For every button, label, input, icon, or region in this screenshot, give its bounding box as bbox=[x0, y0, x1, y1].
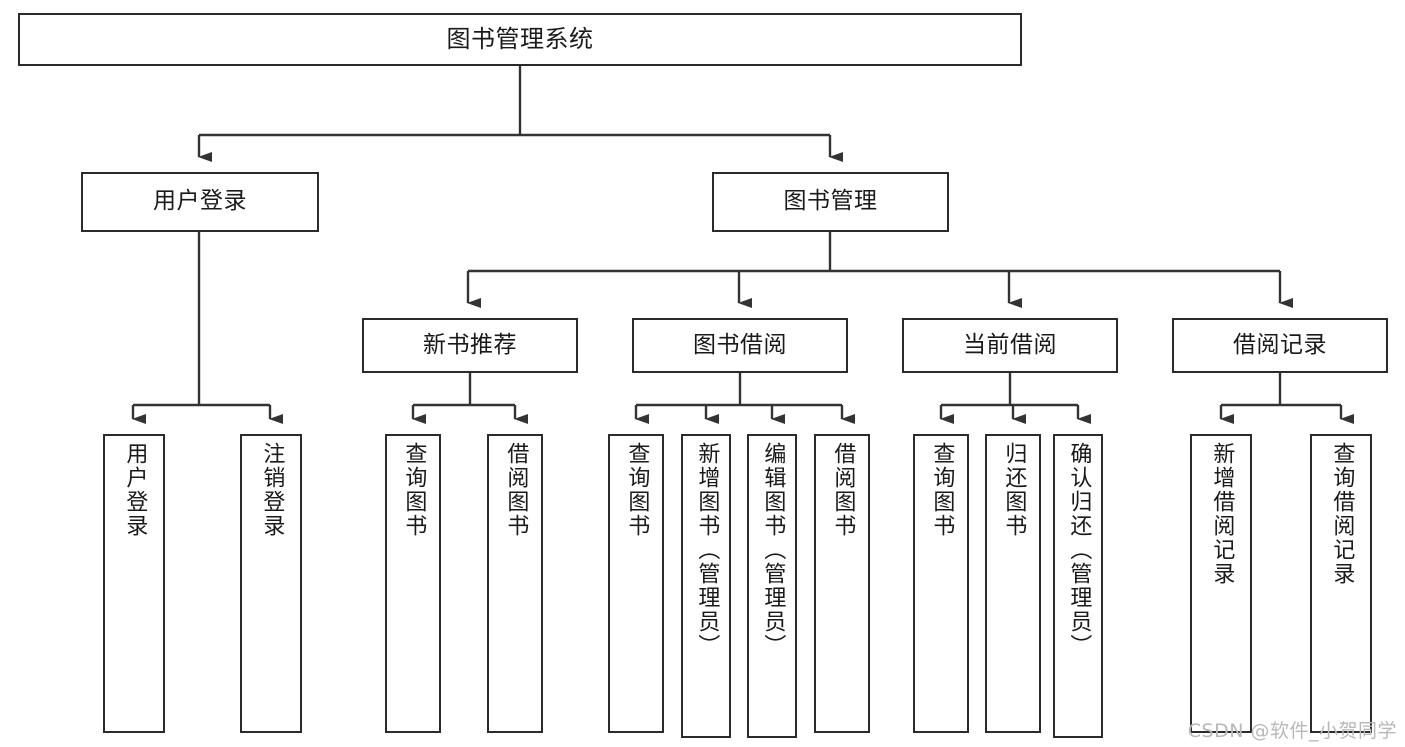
leaf-label: 用户登录 bbox=[122, 442, 148, 538]
node-leaf-lend-book[interactable]: 借阅图书 bbox=[814, 434, 870, 733]
leaf-label: 编辑图书（管理员） bbox=[760, 442, 786, 658]
node-leaf-add-book-admin[interactable]: 新增图书（管理员） bbox=[681, 434, 731, 738]
node-leaf-edit-book-admin[interactable]: 编辑图书（管理员） bbox=[747, 434, 797, 738]
leaf-label: 新增借阅记录 bbox=[1209, 442, 1235, 586]
watermark-text: CSDN @软件_小贺同学 bbox=[1187, 720, 1397, 742]
node-book-management[interactable]: 图书管理 bbox=[712, 172, 949, 232]
node-leaf-query-borrow-record[interactable]: 查询借阅记录 bbox=[1310, 434, 1372, 733]
node-leaf-query-book-borrow[interactable]: 查询图书 bbox=[608, 434, 664, 733]
leaf-label: 归还图书 bbox=[1001, 442, 1027, 538]
node-root-system[interactable]: 图书管理系统 bbox=[18, 13, 1022, 66]
node-new-book-recommend[interactable]: 新书推荐 bbox=[362, 318, 578, 373]
node-book-borrow[interactable]: 图书借阅 bbox=[632, 318, 848, 373]
leaf-label: 注销登录 bbox=[259, 442, 285, 538]
node-leaf-user-login[interactable]: 用户登录 bbox=[103, 434, 165, 733]
node-leaf-add-borrow-record[interactable]: 新增借阅记录 bbox=[1190, 434, 1252, 733]
leaf-label: 查询图书 bbox=[929, 442, 955, 538]
node-borrow-record[interactable]: 借阅记录 bbox=[1172, 318, 1388, 373]
leaf-label: 确认归还（管理员） bbox=[1066, 442, 1092, 658]
leaf-label: 查询图书 bbox=[401, 442, 427, 538]
node-leaf-query-book-newbook[interactable]: 查询图书 bbox=[385, 434, 441, 733]
leaf-label: 借阅图书 bbox=[830, 442, 856, 538]
node-leaf-borrow-book-newbook[interactable]: 借阅图书 bbox=[487, 434, 543, 733]
leaf-label: 借阅图书 bbox=[503, 442, 529, 538]
node-leaf-query-book-current[interactable]: 查询图书 bbox=[913, 434, 969, 733]
leaf-label: 新增图书（管理员） bbox=[694, 442, 720, 658]
leaf-label: 查询借阅记录 bbox=[1329, 442, 1355, 586]
node-leaf-user-logout[interactable]: 注销登录 bbox=[240, 434, 302, 733]
node-current-borrow[interactable]: 当前借阅 bbox=[902, 318, 1118, 373]
node-leaf-return-book[interactable]: 归还图书 bbox=[985, 434, 1041, 733]
node-leaf-confirm-return-admin[interactable]: 确认归还（管理员） bbox=[1053, 434, 1103, 738]
leaf-label: 查询图书 bbox=[624, 442, 650, 538]
node-user-login[interactable]: 用户登录 bbox=[81, 172, 319, 232]
